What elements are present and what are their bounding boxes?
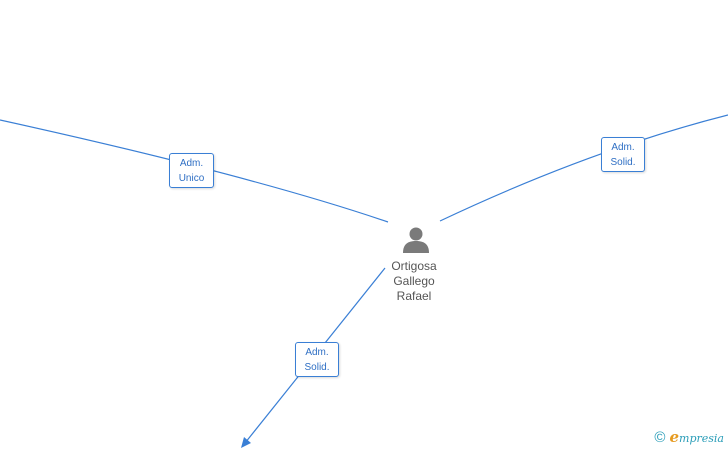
person-name-line: Rafael bbox=[396, 289, 432, 303]
relation-label-line: Adm. bbox=[179, 157, 204, 169]
copyright-icon: © bbox=[654, 428, 666, 446]
edge-left bbox=[0, 119, 389, 223]
brand-initial: e bbox=[669, 428, 680, 446]
brand-text: mpresia bbox=[679, 432, 724, 445]
person-name[interactable]: Ortigosa Gallego Rafael bbox=[364, 259, 464, 304]
arrow-head-icon bbox=[241, 437, 251, 448]
empresia-watermark: © empresia bbox=[654, 428, 724, 446]
person-name-line: Gallego bbox=[393, 274, 435, 288]
relation-label-adm-solid-right[interactable]: Adm. Solid. bbox=[601, 137, 645, 172]
relation-label-line: Solid. bbox=[304, 361, 330, 373]
edge-right bbox=[439, 114, 728, 222]
person-name-line: Ortigosa bbox=[391, 259, 437, 273]
relation-label-line: Adm. bbox=[305, 346, 329, 358]
relation-label-line: Adm. bbox=[611, 141, 635, 153]
relation-label-adm-solid-bottom[interactable]: Adm. Solid. bbox=[295, 342, 339, 377]
empresia-logo: empresia bbox=[669, 428, 724, 446]
person-icon[interactable] bbox=[403, 227, 429, 254]
relation-label-line: Unico bbox=[178, 172, 205, 184]
relation-label-adm-unico[interactable]: Adm. Unico bbox=[169, 153, 214, 188]
relation-label-line: Solid. bbox=[610, 156, 636, 168]
